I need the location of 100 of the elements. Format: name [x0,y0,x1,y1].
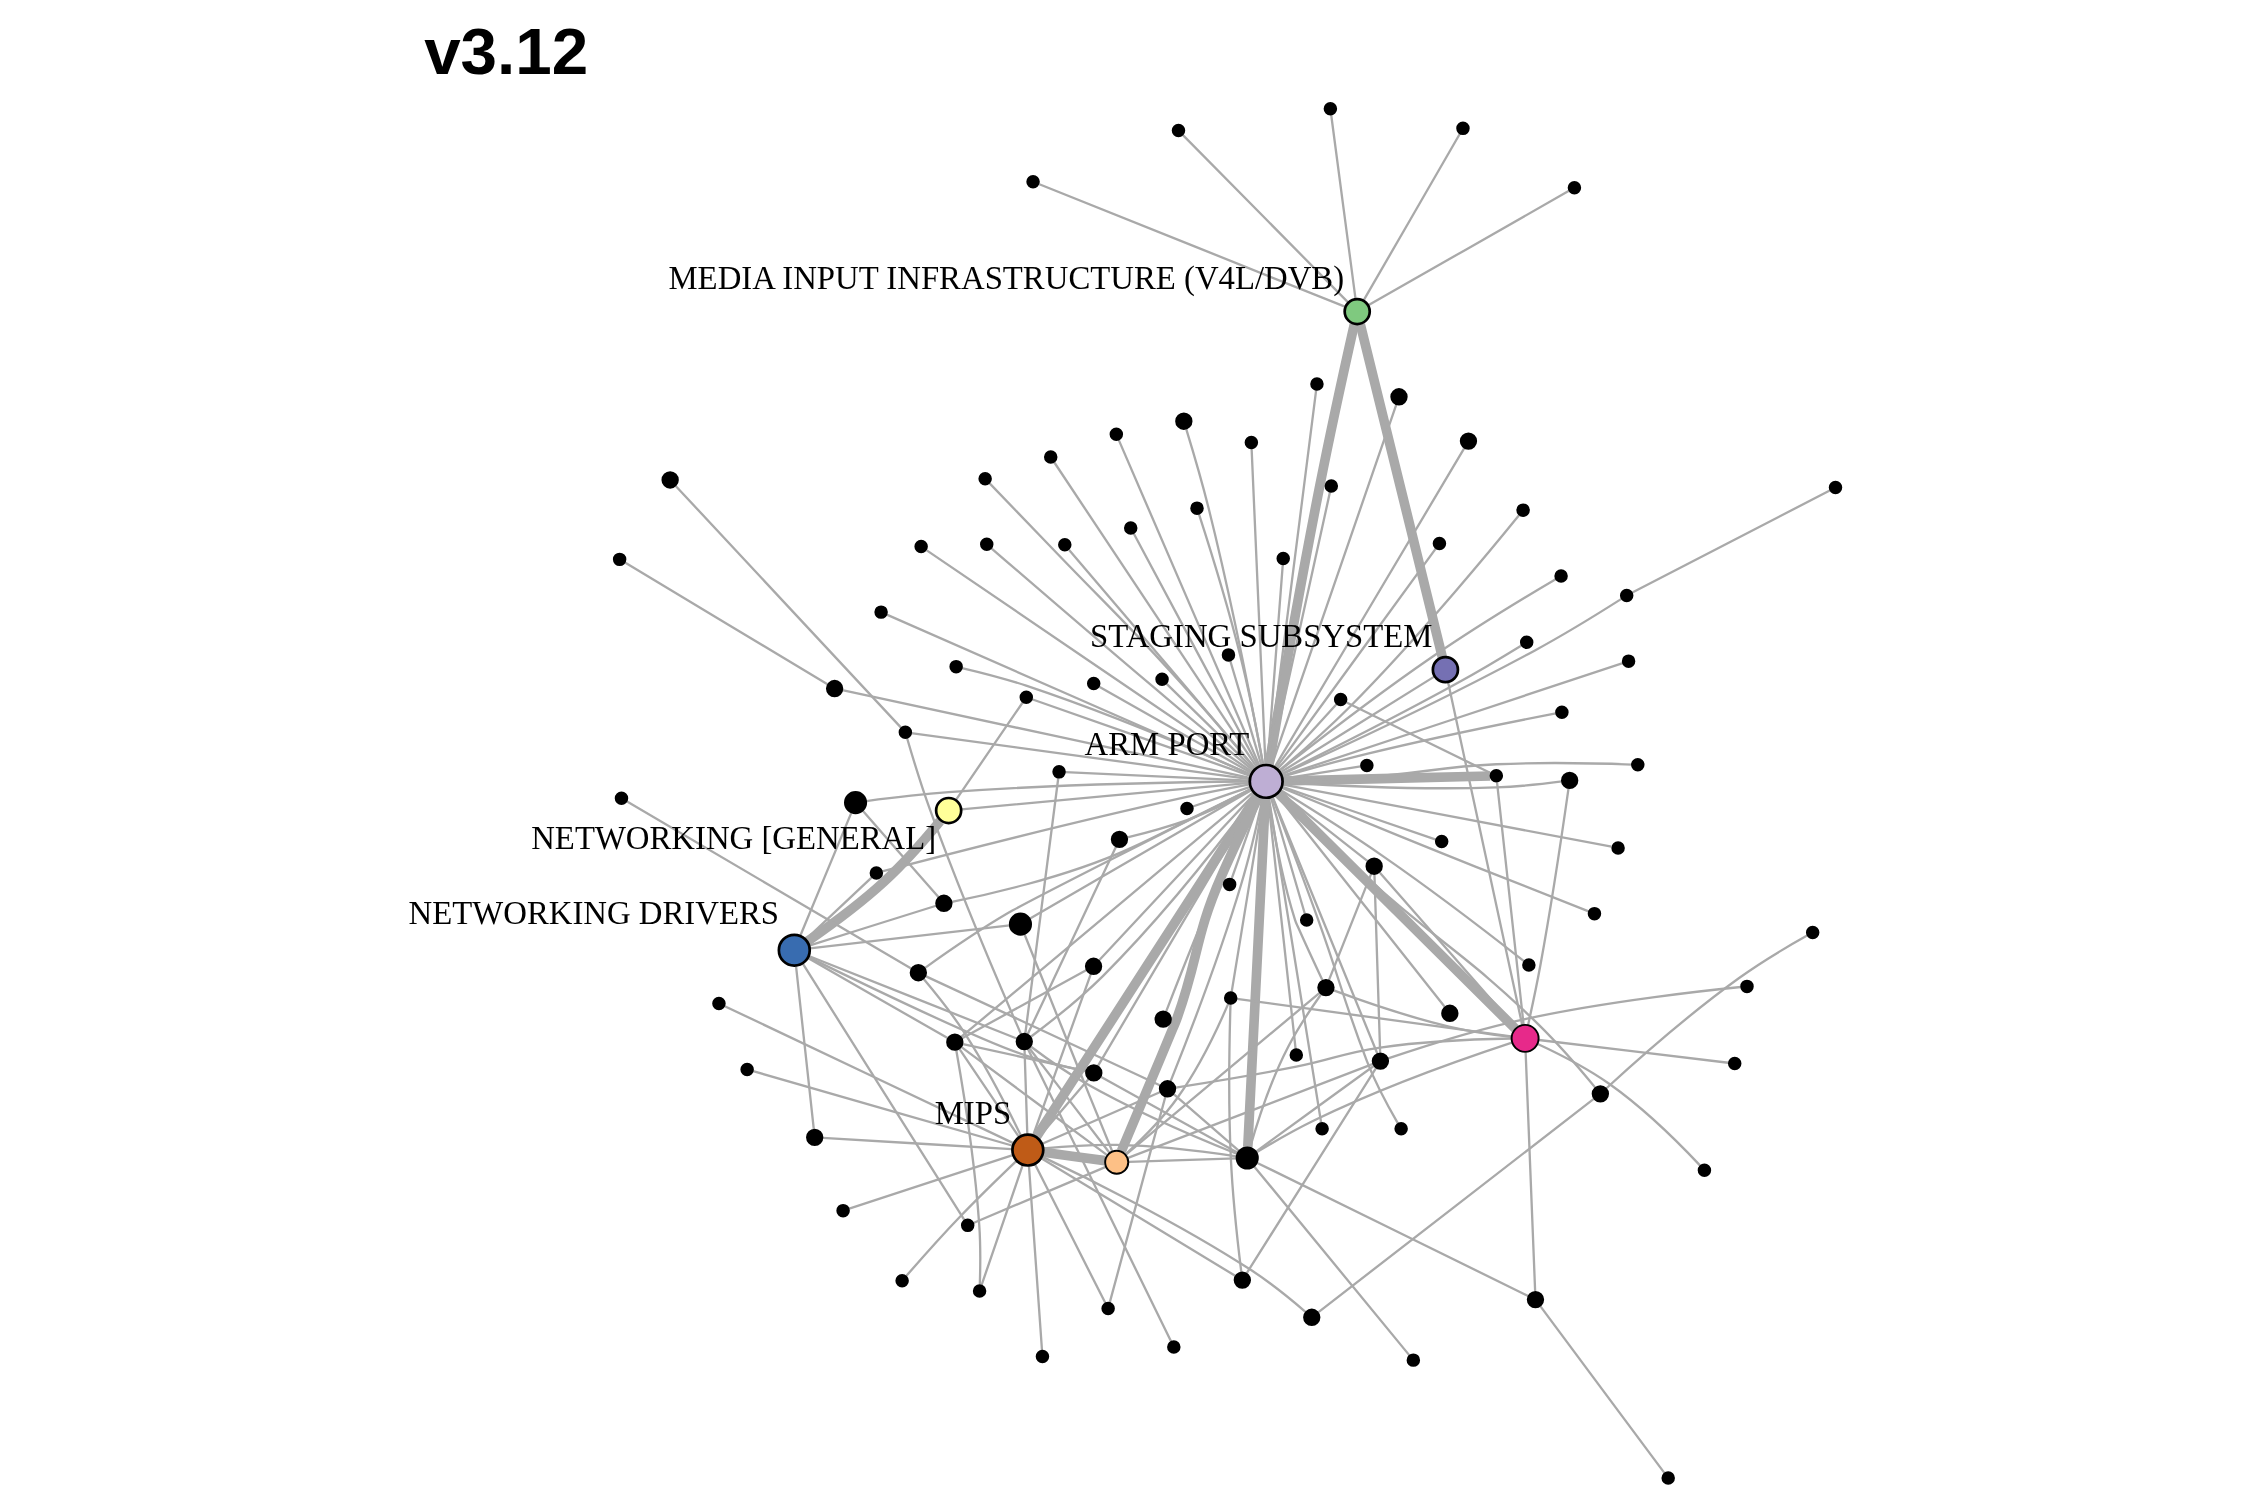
connector [1132,532,1260,767]
connector [1032,973,1092,1136]
connector [1041,1090,1161,1145]
node-label: ARM PORT [1084,725,1250,762]
node-circle [874,605,888,619]
connector [1250,448,1267,765]
connector [1281,661,1624,778]
node-circle [1489,769,1504,783]
connector [809,924,1010,950]
connector [1273,447,1466,768]
connector [1255,1064,1375,1153]
connector [960,791,1255,1039]
connector [962,1042,1086,1073]
connector [1281,786,1590,913]
node-circle [1661,1471,1675,1485]
connector [1539,1305,1666,1475]
connector [1031,698,1251,777]
connector [801,962,966,1221]
node-label: NETWORKING [GENERAL] [531,820,937,857]
connector [1253,1165,1411,1357]
node-circle [1044,450,1058,464]
node-circle [1371,1052,1390,1070]
connector [1264,323,1360,766]
node-circle [1697,1163,1712,1177]
connector [842,689,1251,779]
connector [808,904,937,947]
node-circle [1555,705,1569,719]
connector [1028,1047,1111,1154]
node-circle [836,1203,850,1218]
node-circle [1104,1149,1130,1175]
connector [1373,874,1382,1053]
connector [1256,1161,1529,1298]
node-circle [935,894,953,912]
node-circle [1110,830,1129,849]
node-circle [1365,857,1383,875]
connector [1125,991,1321,1156]
node-circle [1233,1271,1251,1289]
connector [1024,777,1060,1034]
connector [1026,1048,1173,1343]
connector [951,787,1252,903]
node-circle [777,933,812,967]
connector [752,1070,1014,1147]
node-circle [1567,180,1582,195]
connector [1269,796,1307,915]
node-circle [825,679,844,698]
connector [1279,675,1436,774]
connector [1537,1042,1702,1167]
node-circle [1631,758,1645,772]
node-circle [1591,1085,1610,1103]
node-circle [1406,1353,1421,1367]
node-circle [1276,551,1290,566]
connector [1276,703,1338,770]
connector [675,485,903,729]
connector [808,954,1018,1040]
node-circle [1459,432,1478,450]
node-circle [1154,1010,1172,1028]
connector [988,482,1257,770]
connector [1038,183,1346,308]
connector [1228,1004,1243,1273]
connector [1330,114,1357,300]
connector [1267,797,1324,981]
connector [1033,1163,1107,1304]
node-circle [844,791,868,815]
connector [1362,132,1462,302]
node-label: MEDIA INPUT INFRASTRUCTURE (V4L/DVB) [668,259,1345,296]
node-circle [1058,538,1072,552]
connector [848,1153,1014,1210]
node-circle [1052,765,1066,779]
node-circle [978,471,992,486]
node-circle [806,1128,824,1147]
connector [1127,1062,1374,1159]
connector [961,781,1250,811]
connector [1053,461,1258,769]
connector [905,737,1023,1035]
node-circle [661,471,679,489]
node-circle [1828,480,1843,495]
connector [1271,796,1399,1124]
connector [822,1136,1012,1151]
connector [1524,1052,1537,1292]
node-circle [1434,834,1449,849]
connector [1282,771,1491,786]
node-circle [1035,1349,1050,1364]
connector [1026,846,1117,1035]
connector [1165,682,1256,771]
connector [1280,789,1525,963]
connector [924,787,1252,970]
connector [807,956,1086,1073]
node-circle [869,866,884,880]
node-circle [1390,388,1408,406]
node-circle [1343,297,1372,326]
node-circle [1324,479,1339,493]
node-circle [1587,906,1602,921]
connector [1527,788,1570,1026]
node-circle [946,1033,964,1051]
connector [1495,782,1525,1025]
connector [724,1005,1015,1145]
node-circle [1289,1048,1304,1062]
node-circle [1019,690,1034,704]
connector [1173,1093,1240,1152]
diagram-title: v3.12 [424,15,589,89]
